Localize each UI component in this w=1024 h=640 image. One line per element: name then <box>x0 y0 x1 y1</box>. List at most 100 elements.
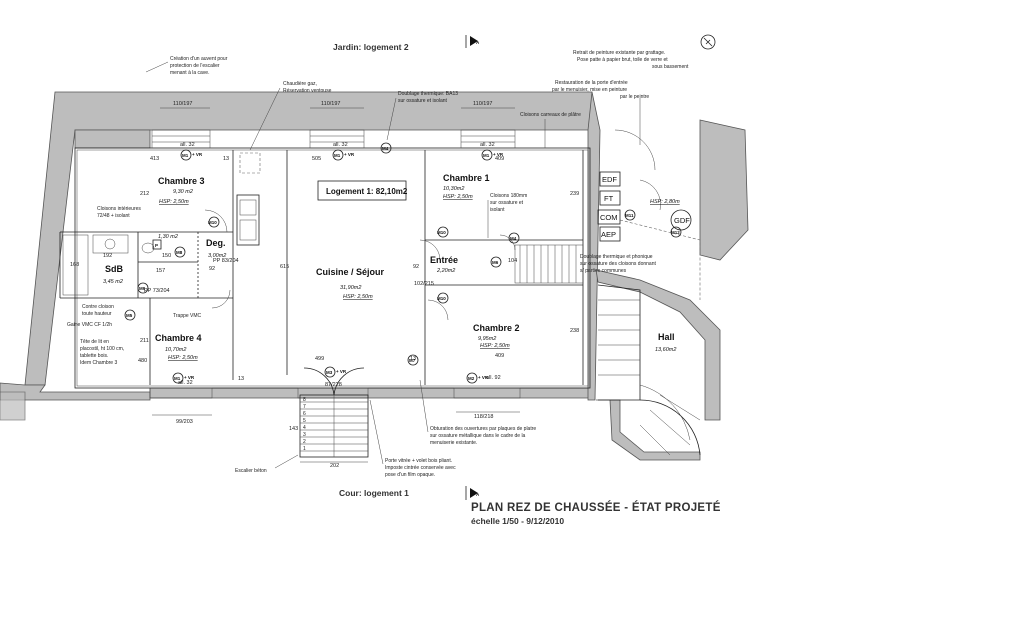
svg-text:Chaudière gaz,: Chaudière gaz, <box>283 81 317 87</box>
svg-text:118/218: 118/218 <box>474 414 493 420</box>
svg-text:6: 6 <box>303 411 306 417</box>
svg-text:Retrait de peinture existante: Retrait de peinture existante par gratta… <box>573 50 665 56</box>
svg-text:sur ossature et isolant: sur ossature et isolant <box>398 98 448 104</box>
svg-text:3: 3 <box>303 432 306 438</box>
meter-com: COM <box>600 213 618 222</box>
svg-text:92: 92 <box>209 266 215 272</box>
svg-text:all. 32: all. 32 <box>180 142 195 148</box>
svg-text:M11: M11 <box>625 213 634 218</box>
room-deg: Deg. <box>206 238 226 248</box>
svg-text:sous bassement: sous bassement <box>652 64 689 70</box>
svg-text:150: 150 <box>162 253 171 259</box>
meter-gdf: GDF <box>674 216 690 225</box>
svg-text:Cloisons carreaux de plâtre: Cloisons carreaux de plâtre <box>520 112 581 118</box>
svg-text:409: 409 <box>495 353 504 359</box>
svg-text:PP 73/204: PP 73/204 <box>144 288 170 294</box>
svg-text:Obturation des ouvertures par: Obturation des ouvertures par plaques de… <box>430 426 536 432</box>
svg-text:sur ossature métallique dans l: sur ossature métallique dans le cadre de… <box>430 433 526 439</box>
svg-text:Escalier béton: Escalier béton <box>235 468 267 474</box>
svg-text:7: 7 <box>303 404 306 410</box>
svg-text:all. 32: all. 32 <box>178 380 193 386</box>
svg-text:all. 92: all. 92 <box>486 375 501 381</box>
svg-text:menuiserie existante.: menuiserie existante. <box>430 440 477 446</box>
svg-text:toute hauteur: toute hauteur <box>82 311 112 317</box>
svg-text:92: 92 <box>413 264 419 270</box>
section-marker-bottom: A <box>465 486 480 500</box>
svg-text:M1: M1 <box>174 376 181 381</box>
svg-text:par le peintre: par le peintre <box>620 94 649 100</box>
room-sejour: Cuisine / Séjour <box>316 267 385 277</box>
svg-text:+ VR: + VR <box>192 152 203 157</box>
svg-text:Logement 1: 82,10m2: Logement 1: 82,10m2 <box>326 187 408 196</box>
stair-court: 87 65 43 21 <box>299 367 369 458</box>
svg-text:10,70m2: 10,70m2 <box>165 347 186 353</box>
svg-text:Doublage thermique: BA13: Doublage thermique: BA13 <box>398 91 458 97</box>
svg-text:615: 615 <box>280 264 289 270</box>
svg-text:sur ossature des cloisons donn: sur ossature des cloisons donnant <box>580 261 656 267</box>
svg-text:HSP: 2,50m: HSP: 2,50m <box>343 294 373 300</box>
svg-text:499: 499 <box>315 356 324 362</box>
svg-text:13: 13 <box>238 376 244 382</box>
svg-text:+ VR: + VR <box>478 375 489 380</box>
badges: M1 + VR M1 + VR M1 + VR M1 + VR M2 + VR … <box>124 142 682 384</box>
svg-text:1: 1 <box>303 446 306 452</box>
svg-text:A: A <box>476 40 480 45</box>
svg-text:212: 212 <box>140 191 149 197</box>
svg-text:Trappe VMC: Trappe VMC <box>173 313 202 319</box>
svg-text:3,00m2: 3,00m2 <box>208 253 226 259</box>
svg-text:M1: M1 <box>483 153 490 158</box>
svg-text:104: 104 <box>508 258 517 264</box>
svg-text:HSP: 2,80m: HSP: 2,80m <box>650 199 680 205</box>
svg-text:72/48 + isolant: 72/48 + isolant <box>97 213 130 219</box>
meter-aep: AEP <box>601 230 616 239</box>
svg-text:Imposte cintrée conservée avec: Imposte cintrée conservée avec <box>385 465 456 471</box>
annotations: Création d'un auvent pour protection de … <box>67 50 689 478</box>
svg-text:+ VR: + VR <box>344 152 355 157</box>
svg-text:M5: M5 <box>126 313 133 318</box>
svg-text:PP 83/204: PP 83/204 <box>213 258 239 264</box>
plan-subtitle: échelle 1/50 - 9/12/2010 <box>471 516 564 526</box>
garden-label: Jardin: logement 2 <box>333 42 409 52</box>
svg-text:M10: M10 <box>208 220 217 225</box>
svg-text:102/215: 102/215 <box>414 281 434 287</box>
svg-text:505: 505 <box>312 156 321 162</box>
svg-text:202: 202 <box>330 463 339 469</box>
svg-text:168: 168 <box>70 262 79 268</box>
svg-text:M6: M6 <box>492 260 499 265</box>
svg-text:10,30m2: 10,30m2 <box>443 186 464 192</box>
meter-edf: EDF <box>602 175 617 184</box>
svg-text:2,20m2: 2,20m2 <box>436 268 455 274</box>
hall-stair <box>514 219 701 456</box>
svg-text:Cloisons intérieures: Cloisons intérieures <box>97 206 141 212</box>
svg-text:HSP: 2,50m: HSP: 2,50m <box>480 343 510 349</box>
svg-text:409: 409 <box>495 156 504 162</box>
svg-text:13: 13 <box>410 356 416 362</box>
svg-text:99/203: 99/203 <box>176 419 193 425</box>
svg-text:9,30 m2: 9,30 m2 <box>173 189 193 195</box>
svg-text:par le menuisier, mise en pein: par le menuisier, mise en peinture <box>552 87 627 93</box>
plan-title: PLAN REZ DE CHAUSSÉE - ÉTAT PROJETÉ <box>471 501 721 514</box>
svg-text:s/ parties communes: s/ parties communes <box>580 268 627 274</box>
svg-text:A: A <box>476 492 480 497</box>
windows-top <box>149 129 521 399</box>
svg-text:HSP: 2,50m: HSP: 2,50m <box>159 199 189 205</box>
svg-text:87/228: 87/228 <box>325 382 342 388</box>
svg-text:8: 8 <box>303 397 306 403</box>
svg-text:Doublage thermique et phonique: Doublage thermique et phonique <box>580 254 653 260</box>
room-hall: Hall <box>658 332 675 342</box>
svg-text:M9: M9 <box>139 286 146 291</box>
svg-text:110/197: 110/197 <box>321 101 340 107</box>
svg-text:pose d'un film opaque.: pose d'un film opaque. <box>385 472 435 478</box>
svg-text:192: 192 <box>103 253 112 259</box>
svg-text:M12: M12 <box>671 230 680 235</box>
svg-text:Tête de lit en: Tête de lit en <box>80 339 109 345</box>
court-label: Cour: logement 1 <box>339 488 409 498</box>
svg-text:13,60m2: 13,60m2 <box>655 347 676 353</box>
svg-text:Idem Chambre 3: Idem Chambre 3 <box>80 360 117 366</box>
svg-text:sur ossature et: sur ossature et <box>490 200 524 206</box>
svg-text:tablette bois.: tablette bois. <box>80 353 108 359</box>
svg-text:M3: M3 <box>326 370 333 375</box>
svg-text:HSP: 2,50m: HSP: 2,50m <box>443 194 473 200</box>
svg-text:110/197: 110/197 <box>173 101 192 107</box>
